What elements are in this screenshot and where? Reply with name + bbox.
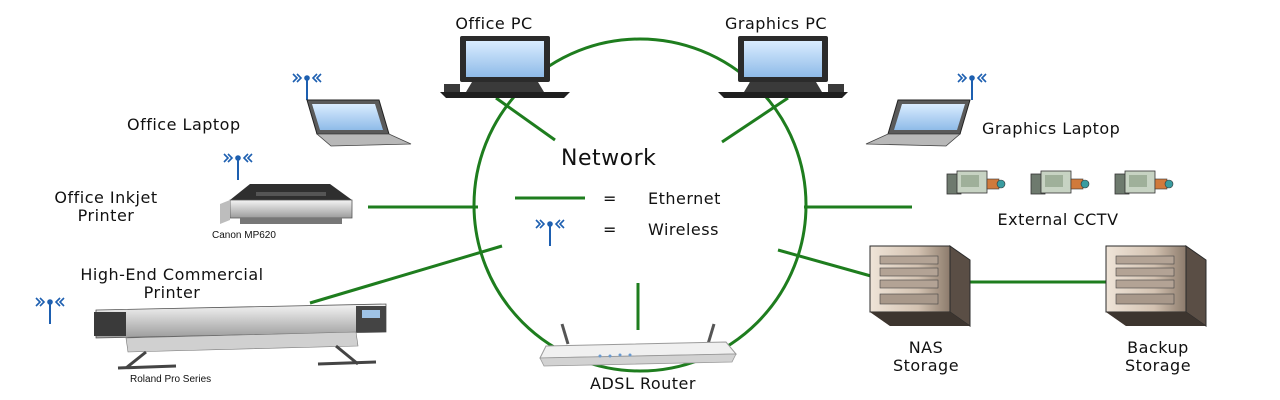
commercial-printer-icon [94, 303, 387, 370]
cctv-camera-icon-2 [1030, 170, 1090, 195]
router-label: ADSL Router [590, 374, 696, 393]
commercial-model-label: Roland Pro Series [130, 374, 212, 385]
backup-label-line2: Storage [1124, 356, 1192, 375]
link-graphics-pc [721, 96, 789, 144]
nas-label-line2: Storage [892, 356, 960, 375]
cctv-camera-icon-3 [1114, 170, 1174, 195]
cctv-camera-icon-1 [946, 170, 1006, 195]
legend-ethernet-equals: = [603, 189, 617, 208]
legend-wireless-equals: = [603, 220, 617, 239]
office-laptop-label: Office Laptop [127, 115, 241, 134]
nas-label-line1: NAS [908, 338, 944, 357]
graphics-laptop-icon [865, 99, 971, 147]
nas-server-icon [869, 245, 971, 327]
commercial-printer-wifi-icon [35, 297, 65, 325]
inkjet-printer-label-line1: Office Inkjet [54, 188, 158, 207]
link-nas [777, 248, 879, 280]
graphics-laptop-label: Graphics Laptop [982, 119, 1121, 138]
graphics-pc-icon [718, 36, 848, 98]
backup-label-line1: Backup [1127, 338, 1189, 357]
office-pc-label: Office PC [455, 14, 533, 33]
commercial-printer-label-line2: Printer [143, 283, 201, 302]
office-pc-icon [440, 36, 570, 98]
adsl-router-icon [539, 323, 738, 367]
connection-lines [309, 96, 1106, 330]
inkjet-printer-icon [220, 184, 353, 224]
cctv-label: External CCTV [997, 210, 1119, 229]
inkjet-wifi-icon [223, 153, 253, 181]
inkjet-model-label: Canon MP620 [212, 230, 276, 241]
link-commercial [309, 244, 503, 305]
legend-wireless-label: Wireless [648, 220, 719, 239]
hub-title: Network [561, 146, 657, 171]
link-office-pc [495, 96, 556, 142]
office-laptop-icon [306, 99, 412, 147]
commercial-printer-label-line1: High-End Commercial [80, 265, 264, 284]
office-laptop-wifi-icon [292, 73, 322, 101]
graphics-pc-label: Graphics PC [724, 14, 828, 33]
legend-ethernet-label: Ethernet [648, 189, 721, 208]
network-hub [472, 37, 808, 373]
inkjet-printer-label-line2: Printer [77, 206, 135, 225]
graphics-laptop-wifi-icon [957, 73, 987, 101]
legend-wireless-icon [535, 219, 565, 247]
backup-server-icon [1105, 245, 1207, 327]
